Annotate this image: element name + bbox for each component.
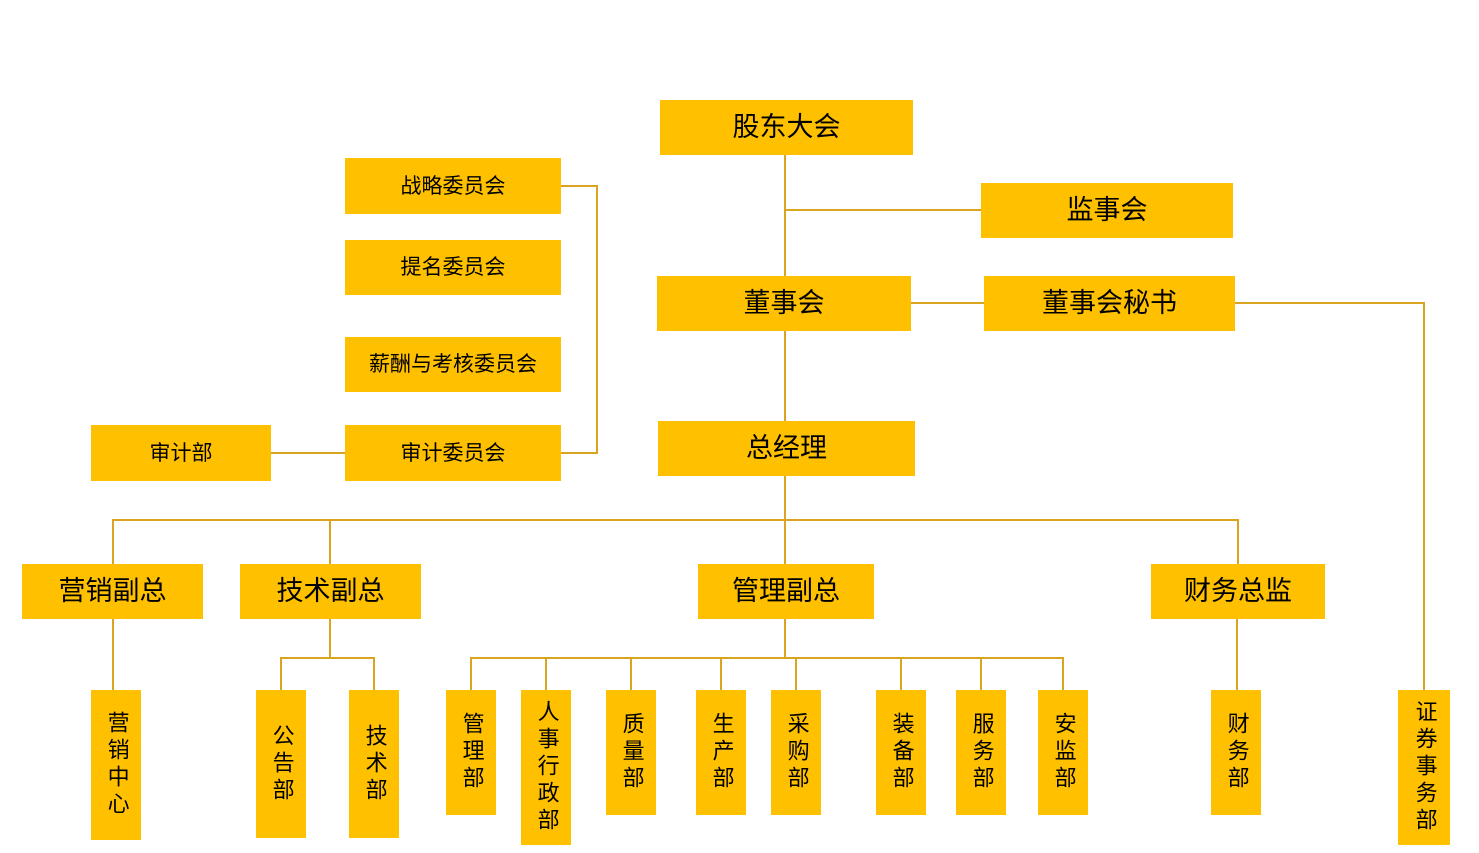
node-procurement-department: 采购部	[771, 690, 821, 815]
connector-drop-technology-vp	[329, 519, 331, 564]
connector-shareholders-to-board	[784, 155, 786, 276]
connector-management-vp-down	[784, 619, 786, 658]
node-finance-director: 财务总监	[1151, 564, 1325, 619]
node-finance-department: 财务部	[1211, 690, 1261, 815]
connector-finance-director-to-dept	[1236, 619, 1238, 690]
node-equipment-department: 装备部	[876, 690, 926, 815]
node-production-department: 生产部	[696, 690, 746, 815]
connector-drop-service-dept	[980, 657, 982, 690]
connector-drop-safety-dept	[1062, 657, 1064, 690]
connector-marketing-vp-to-center	[112, 619, 114, 690]
node-service-department: 服务部	[956, 690, 1006, 815]
node-technology-department: 技术部	[349, 690, 399, 838]
connector-drop-management-dept	[470, 657, 472, 690]
connector-to-supervisory-board	[784, 209, 981, 211]
node-strategy-committee: 战略委员会	[345, 158, 561, 214]
connector-drop-finance-director	[1237, 519, 1239, 564]
connector-strategy-stub	[561, 185, 598, 187]
connector-drop-equipment-dept	[900, 657, 902, 690]
node-compensation-committee: 薪酬与考核委员会	[345, 337, 561, 392]
node-supervisory-board: 监事会	[981, 183, 1233, 238]
connector-technology-vp-down	[329, 619, 331, 658]
connector-committee-bracket	[596, 185, 598, 454]
connector-secretary-right	[1235, 302, 1425, 304]
node-management-department: 管理部	[446, 690, 496, 815]
connector-secretary-to-securities	[1423, 302, 1425, 690]
node-management-vp: 管理副总	[698, 564, 874, 619]
connector-board-to-secretary	[911, 302, 984, 304]
connector-audit-committee-stub	[561, 452, 598, 454]
node-marketing-vp: 营销副总	[22, 564, 203, 619]
connector-management-children-horizontal	[470, 657, 1064, 659]
node-board-secretary: 董事会秘书	[984, 276, 1235, 331]
node-marketing-center: 营销中心	[91, 690, 141, 840]
node-nomination-committee: 提名委员会	[345, 240, 561, 295]
connector-drop-procurement-dept	[795, 657, 797, 690]
node-general-manager: 总经理	[658, 421, 915, 476]
node-safety-department: 安监部	[1038, 690, 1088, 815]
connector-drop-hr-admin-dept	[545, 657, 547, 690]
connector-drop-marketing-vp	[112, 519, 114, 564]
connector-drop-technology-dept	[373, 657, 375, 690]
node-hr-admin-department: 人事行政部	[521, 690, 571, 845]
node-board-of-directors: 董事会	[657, 276, 911, 331]
connector-technology-children-horizontal	[280, 657, 375, 659]
node-audit-committee: 审计委员会	[345, 425, 561, 481]
node-securities-department: 证券事务部	[1398, 690, 1450, 845]
connector-drop-quality-dept	[630, 657, 632, 690]
node-technology-vp: 技术副总	[240, 564, 421, 619]
connector-audit-dept-to-committee	[271, 452, 345, 454]
connector-board-to-gm	[784, 331, 786, 421]
connector-drop-announcement	[280, 657, 282, 690]
connector-level2-horizontal	[112, 519, 1238, 521]
node-audit-department: 审计部	[91, 425, 271, 481]
connector-drop-production-dept	[720, 657, 722, 690]
node-quality-department: 质量部	[606, 690, 656, 815]
node-shareholders-meeting: 股东大会	[660, 100, 913, 155]
node-announcement-department: 公告部	[256, 690, 306, 838]
